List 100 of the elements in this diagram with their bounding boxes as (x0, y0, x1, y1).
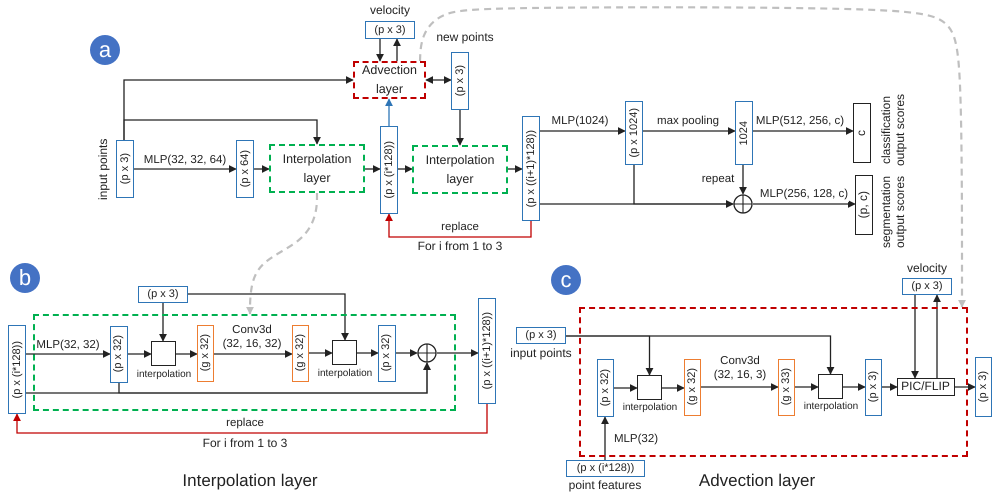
node-label: segmentation output scores (880, 174, 908, 250)
output-box (855, 175, 873, 235)
shape-label: (p x (i*128)) (10, 340, 24, 398)
arrow (159, 303, 167, 342)
arrow (795, 383, 819, 391)
shape-label: (g x 32) (686, 368, 698, 406)
shape-label: (p x (i*128)) (382, 141, 396, 199)
node-label: input points (96, 137, 110, 202)
output-box (896, 378, 954, 396)
node-label: interpolation (802, 401, 860, 413)
tensor-box (451, 52, 469, 110)
shape-label: (p x 3) (977, 371, 990, 403)
shape-label: (p x 3) (911, 280, 943, 293)
arrow (26, 362, 431, 394)
shape-label: (p x ((i+1)*128)) (524, 130, 538, 208)
arrow (456, 110, 464, 146)
layer-box (269, 144, 365, 193)
tensor-box (110, 326, 128, 382)
node-label: interpolation (136, 369, 192, 381)
arrow (508, 165, 523, 173)
tensor-box (516, 327, 566, 344)
arrow (701, 383, 779, 391)
arrow (385, 98, 393, 126)
arrow (357, 349, 379, 357)
arrow (134, 165, 237, 173)
node-label: velocity (368, 3, 411, 18)
tensor-box (522, 116, 540, 221)
shape-label: (p x 3) (866, 371, 880, 403)
shape-label: (p x 3) (525, 329, 557, 342)
layer-name: Interpolation layer (424, 152, 496, 188)
arrow (254, 165, 270, 173)
shape-label: (p x 3) (118, 153, 132, 185)
tensor-box (8, 325, 26, 414)
shape-label: (g x 32) (294, 334, 306, 372)
arrow (933, 294, 941, 378)
arrow (365, 165, 381, 173)
layer-box (353, 61, 426, 99)
edge-label: MLP(1024) (550, 115, 610, 129)
tensor-box (478, 298, 496, 404)
edge-label: MLP(32) (612, 433, 660, 447)
grid-tensor-box (196, 324, 214, 382)
loop-note: For i from 1 to 3 (418, 239, 502, 253)
interpolation-box (636, 374, 662, 400)
node-label: new points (435, 31, 495, 45)
edge-label: MLP(512, 256, c) (754, 115, 846, 129)
shape-label: c (855, 130, 869, 136)
arrow (393, 38, 401, 61)
arrow (633, 165, 734, 208)
node-label: interpolation (622, 402, 678, 414)
arrow (398, 165, 413, 173)
arrow (662, 384, 685, 392)
shape-label: (p x 32) (598, 368, 612, 406)
tensor-box (236, 140, 254, 198)
shape-label: (p x 3) (454, 65, 466, 97)
interpolation-box (150, 340, 176, 366)
arrow (739, 165, 747, 195)
tensor-box (596, 358, 614, 416)
arrow (128, 350, 152, 358)
layer-box (412, 145, 508, 194)
arrow (418, 6, 966, 308)
arrow (540, 127, 626, 135)
shape-label: (p x 32) (112, 335, 125, 373)
shape-label: (p x (i*128)) (576, 462, 634, 475)
tensor-box (735, 101, 753, 165)
arrow (188, 293, 349, 341)
shape-label: (p x 64) (238, 150, 252, 188)
loop-note: For i from 1 to 3 (202, 436, 288, 450)
panel-badge (10, 263, 40, 293)
edge-label: MLP(256, 128, c) (758, 188, 850, 202)
layer-name: Advection layer (361, 62, 418, 98)
arrow (123, 119, 321, 145)
node-label: input points (509, 347, 573, 361)
sum-circle (416, 342, 436, 362)
panel-badge (551, 265, 581, 295)
tensor-box (378, 324, 396, 382)
shape-label: (p x ((i+1)*128)) (480, 312, 494, 390)
panel-title: Advection layer (698, 471, 816, 491)
interpolation-box (818, 374, 842, 398)
edge-label: replace (225, 417, 265, 431)
arrow (309, 349, 333, 357)
tensor-box (625, 101, 643, 165)
tensor-box (365, 21, 415, 39)
arrow (214, 350, 293, 358)
arrow (566, 335, 834, 375)
panel-title: Interpolation layer (182, 471, 318, 491)
arrow (753, 200, 856, 208)
arrow (843, 383, 866, 391)
edge-label: Conv3d (32, 16, 32) (220, 324, 284, 352)
arrow (643, 127, 736, 135)
shape-label: (p x 3) (147, 288, 179, 301)
edge-label: max pooling (656, 115, 720, 129)
shape-label: (p, c) (857, 191, 871, 219)
arrow (437, 349, 479, 357)
tensor-box (138, 286, 188, 303)
tensor-box (116, 140, 134, 198)
grid-tensor-box (684, 358, 700, 416)
shape-label: (p x 3) (374, 24, 406, 36)
edge-label: MLP(32, 32, 64) (142, 154, 228, 168)
panel-letter: b (18, 266, 32, 290)
arrow (246, 193, 318, 315)
